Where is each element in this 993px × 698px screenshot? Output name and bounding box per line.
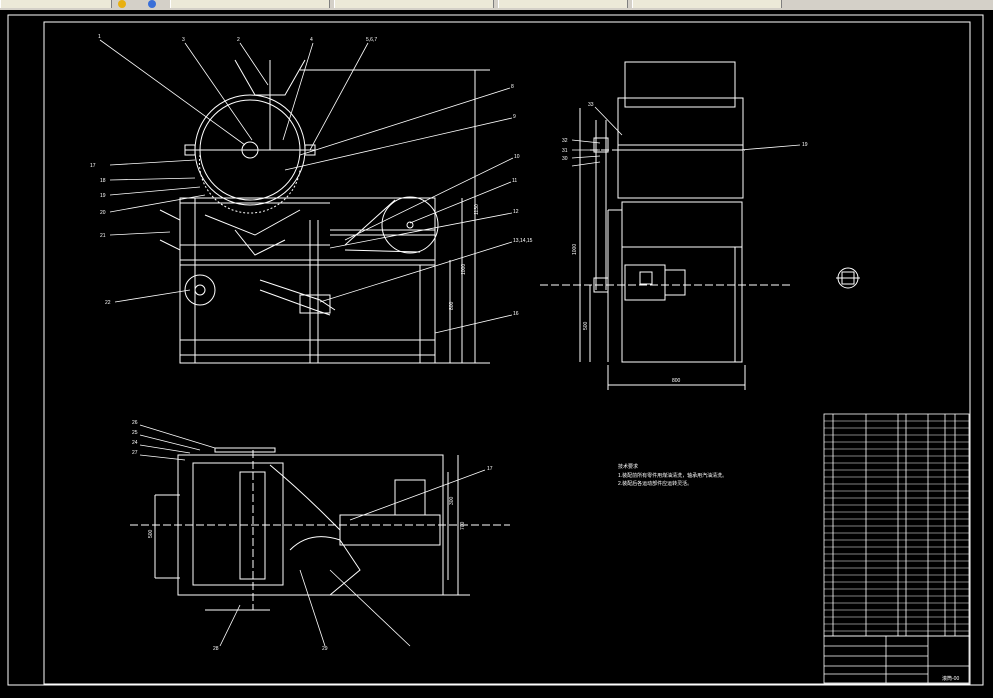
- layer-dropdown[interactable]: [170, 0, 330, 8]
- side-view: [540, 61, 790, 390]
- note-line: 1.装配前所有零件用煤油清洗，轴承用汽油清洗。: [618, 472, 727, 479]
- balloon-label: 16: [513, 311, 519, 317]
- balloon-label: 17: [487, 466, 493, 472]
- dimension-label: 500: [148, 529, 154, 538]
- balloon-label: 4: [310, 37, 313, 43]
- dimension-label: 700: [460, 521, 466, 530]
- lineweight-dropdown[interactable]: [498, 0, 628, 8]
- balloon-label: 12: [513, 209, 519, 215]
- parts-list-rows: [824, 420, 969, 632]
- side-balloon-labels: 33 32 31 30 19: [562, 102, 808, 162]
- balloon-label: 17: [90, 163, 96, 169]
- balloon-label: 29: [322, 646, 328, 652]
- balloon-label: 28: [213, 646, 219, 652]
- balloon-label: 13,14,15: [513, 238, 533, 244]
- balloon-label: 9: [513, 114, 516, 120]
- drawing-frame: [43, 21, 971, 685]
- detail-view: [836, 267, 860, 289]
- balloon-label: 11: [512, 178, 517, 184]
- balloon-label: 20: [100, 210, 106, 216]
- balloon-label: 30: [562, 156, 568, 162]
- balloon-label: 22: [105, 300, 111, 306]
- plotstyle-dropdown[interactable]: [632, 0, 782, 8]
- sheet-border: [7, 14, 984, 686]
- front-leaders: [99, 39, 514, 334]
- front-balloon-labels: 1 3 2 4 5,6,7 8 9 10 11 12 13,14,15 16 1…: [90, 34, 533, 317]
- technical-notes: 技术要求 1.装配前所有零件用煤油清洗，轴承用汽油清洗。 2.装配后各运动部件应…: [618, 463, 727, 487]
- balloon-label: 1: [98, 34, 101, 40]
- side-dims: 1000 500 800: [572, 244, 681, 384]
- balloon-label: 26: [132, 420, 138, 426]
- balloon-label: 19: [100, 193, 106, 199]
- shield-icon[interactable]: [148, 0, 156, 8]
- drawing-canvas[interactable]: 1 3 2 4 5,6,7 8 9 10 11 12 13,14,15 16 1…: [0, 10, 993, 690]
- plan-balloon-labels: 26 25 24 27 17 28 29: [132, 420, 493, 652]
- balloon-label: 24: [132, 440, 138, 446]
- plan-leaders: [139, 424, 486, 647]
- balloon-label: 10: [514, 154, 520, 160]
- dimension-label: 800: [672, 378, 681, 384]
- balloon-label: 33: [588, 102, 594, 108]
- dimension-label: 500: [583, 321, 589, 330]
- balloon-label: 25: [132, 430, 138, 436]
- dimension-label: 300: [449, 496, 455, 505]
- balloon-label: 21: [100, 233, 106, 239]
- dimension-label: 1130: [474, 204, 480, 215]
- front-dims: 1130 1000 800: [449, 204, 480, 310]
- notes-title: 技术要求: [618, 463, 638, 470]
- balloon-label: 18: [100, 178, 106, 184]
- plan-view: [130, 447, 510, 611]
- parts-list: [823, 413, 970, 637]
- dimension-label: 800: [449, 301, 455, 310]
- folder-icon[interactable]: [118, 0, 126, 8]
- balloon-label: 5,6,7: [366, 37, 377, 43]
- front-view: [159, 59, 490, 364]
- balloon-label: 8: [511, 84, 514, 90]
- linetype-dropdown[interactable]: [334, 0, 494, 8]
- plan-dims: 500 300 700: [148, 496, 466, 538]
- dimension-label: 1000: [572, 244, 578, 255]
- balloon-label: 19: [802, 142, 808, 148]
- balloon-label: 32: [562, 138, 568, 144]
- drawing-number: 滚筒-00: [942, 675, 959, 682]
- note-line: 2.装配后各运动部件应运转灵活。: [618, 480, 692, 487]
- balloon-label: 3: [182, 37, 185, 43]
- balloon-label: 27: [132, 450, 138, 456]
- title-block: [823, 635, 970, 684]
- toolbar-segment[interactable]: [0, 0, 112, 8]
- balloon-label: 31: [562, 148, 568, 154]
- status-bar: [0, 690, 993, 698]
- balloon-label: 2: [237, 37, 240, 43]
- side-leaders: [571, 106, 801, 167]
- dimension-label: 1000: [461, 264, 467, 275]
